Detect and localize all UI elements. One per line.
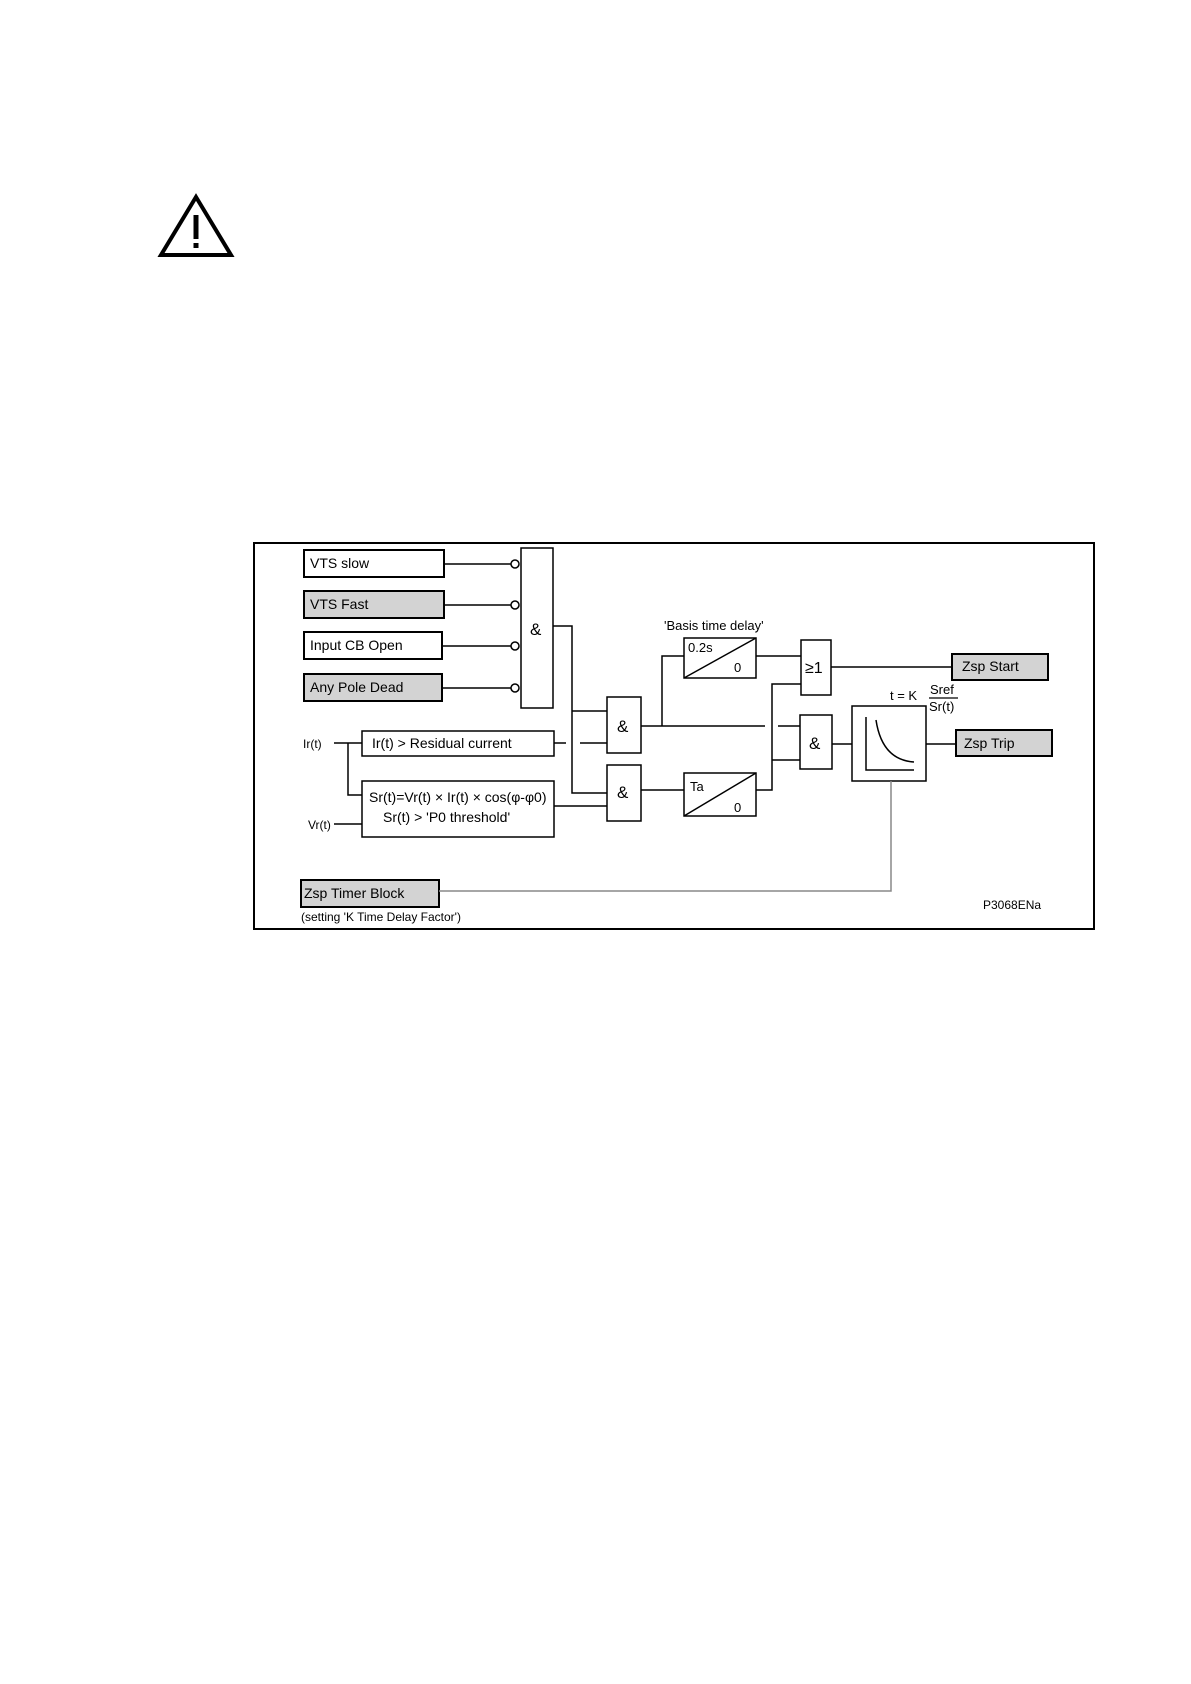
or-gate-label: ≥1 (805, 660, 823, 677)
formula-t-equals-k: t = K (890, 688, 917, 703)
formula-denominator: Sr(t) (929, 699, 954, 714)
zsp-trip-label: Zsp Trip (964, 735, 1015, 751)
input-cb-open-label: Input CB Open (310, 637, 403, 653)
sr-formula-line1: Sr(t)=Vr(t) × Ir(t) × cos(φ-φ0) (369, 789, 546, 805)
inverter-circle (511, 560, 519, 568)
vts-fast-label: VTS Fast (310, 596, 368, 612)
setting-note: (setting 'K Time Delay Factor') (301, 910, 461, 924)
any-pole-dead-label: Any Pole Dead (310, 679, 403, 695)
ir-signal-label: Ir(t) (303, 737, 322, 751)
vts-slow-label: VTS slow (310, 555, 370, 571)
inverter-circle (511, 601, 519, 609)
vr-signal-label: Vr(t) (308, 818, 331, 832)
inverter-circle (511, 684, 519, 692)
and-gate-1-label: & (530, 620, 542, 639)
timer-ta-zero: 0 (734, 800, 741, 815)
zsp-start-label: Zsp Start (962, 658, 1019, 674)
and-gate-3-label: & (617, 783, 629, 802)
and-gate-4-label: & (809, 734, 821, 753)
sr-formula-line2: Sr(t) > 'P0 threshold' (383, 809, 510, 825)
residual-current-label: Ir(t) > Residual current (372, 735, 512, 751)
formula-numerator: Sref (930, 682, 954, 697)
inverter-circle (511, 642, 519, 650)
and-gate-2-label: & (617, 717, 629, 736)
timer-02s-zero: 0 (734, 660, 741, 675)
timer-02s-label: 0.2s (688, 640, 713, 655)
basis-time-delay-label: 'Basis time delay' (664, 618, 764, 633)
figure-code: P3068ENa (983, 898, 1041, 912)
zsp-timer-block-label: Zsp Timer Block (304, 885, 405, 901)
timer-ta-label: Ta (690, 779, 705, 794)
